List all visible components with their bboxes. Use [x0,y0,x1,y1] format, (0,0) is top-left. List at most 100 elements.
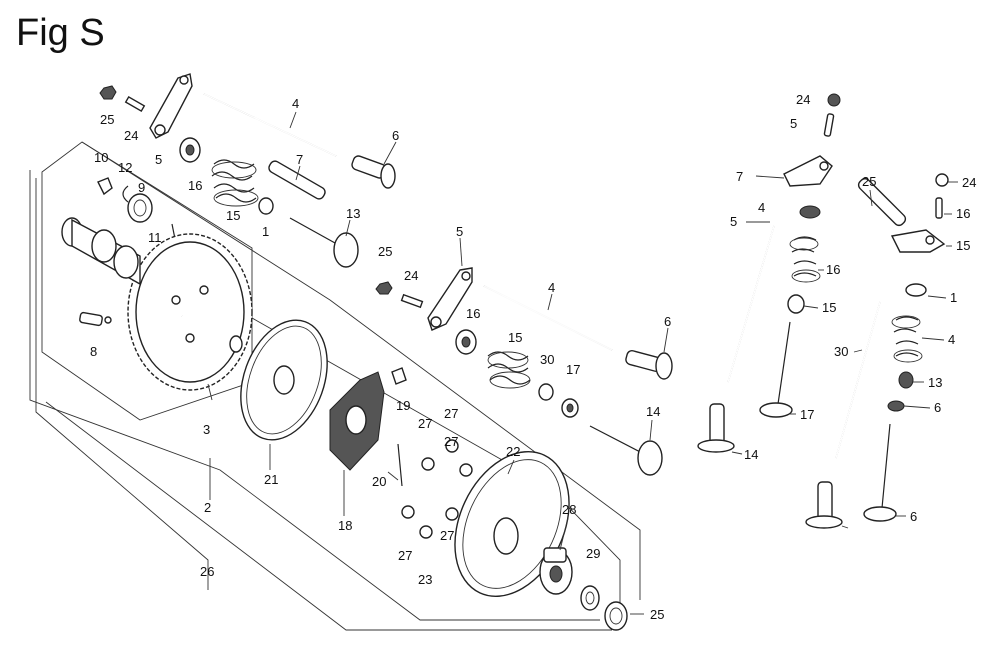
callout-label: 11 [148,230,162,245]
plate-21 [240,319,328,441]
figure-title: Fig S [16,12,105,54]
push-rod-4-mid [483,285,613,351]
part-30-mid [538,383,554,401]
callout-label: 26 [200,564,214,579]
callout-label: 6 [934,400,941,415]
callout-label: 27 [418,416,432,431]
screw-24-right-b [935,197,943,219]
callout-label: 5 [456,224,463,239]
nut-25-mid [375,281,393,295]
washer-26 [604,601,628,631]
rocker-arm-5-right-b [890,229,946,253]
callout-label: 12 [118,160,132,175]
washer-28 [580,585,600,611]
callout-label: 7 [736,169,743,184]
callout-label: 20 [372,474,386,489]
callout-label: 4 [758,200,765,215]
callout-labels: 25 24 5 4 6 10 12 9 16 15 7 1 13 11 8 25… [90,92,976,622]
callout-label: 24 [796,92,810,107]
retainer-16-top [179,137,201,163]
gear-9 [127,193,153,223]
balls-27 [401,439,473,539]
assembly-outlines [29,141,641,631]
callout-label: 17 [566,362,580,377]
valve-spring-15-top [211,159,259,207]
camshaft [61,217,141,286]
callout-label: 15 [508,330,522,345]
callout-label: 27 [398,548,412,563]
rocker-arm-5-mid [427,267,473,331]
callout-label: 19 [396,398,410,413]
tappet-6-top [351,155,396,189]
part-8 [79,311,112,327]
valve-spring-15-mid [487,351,531,389]
callout-label: 6 [664,314,671,329]
callout-label: 28 [562,502,576,517]
nut-25-right-top [827,93,841,107]
callout-label: 4 [548,280,555,295]
callout-label: 15 [226,208,240,223]
tappet-6-mid [625,350,673,380]
callout-label: 30 [834,344,848,359]
callout-label: 23 [418,572,432,587]
leader-lines [207,111,958,615]
part-30-right [898,371,914,389]
callout-label: 16 [826,262,840,277]
valve-13-top [289,217,359,268]
push-rod-4-top [203,93,337,157]
callout-label: 5 [790,116,797,131]
part-19 [391,367,407,385]
part-17-right [887,400,905,412]
callout-label: 3 [203,422,210,437]
callout-label: 24 [404,268,418,283]
retainer-16-right-b [905,283,927,297]
valve-14-right [863,423,897,522]
callout-label: 15 [956,238,970,253]
callout-label: 2 [204,500,211,515]
callout-label: 14 [646,404,660,419]
screw-24-mid [400,293,424,309]
callout-label: 8 [90,344,97,359]
governor-holder-18 [329,371,385,471]
callout-label: 18 [338,518,352,533]
callout-label: 15 [822,300,836,315]
callout-label: 16 [188,178,202,193]
part-17-mid [561,398,579,418]
part-10 [97,177,113,196]
callout-label: 1 [262,224,269,239]
valve-guide-7-top [268,160,326,200]
callout-label: 16 [956,206,970,221]
callout-label: 4 [292,96,299,111]
callout-label: 25 [862,174,876,189]
callout-label: 1 [950,290,957,305]
valve-14-mid [589,425,663,476]
valve-13-right [759,321,793,418]
callout-label: 14 [744,447,758,462]
rocker-arm-5-right-a [783,155,833,187]
callout-label: 27 [444,434,458,449]
callout-label: 5 [155,152,162,167]
callout-label: 13 [346,206,360,221]
callout-label: 7 [296,152,303,167]
callout-label: 25 [100,112,114,127]
retainer-16-mid [455,329,477,355]
valve-spring-15-right-b [891,315,923,363]
push-rod-4-right-b [835,301,881,459]
callout-label: 6 [910,509,917,524]
valve-seal-1-right [787,294,805,314]
disc-22 [454,450,570,598]
push-rod-4-right-a [727,225,775,383]
callout-label: 27 [440,528,454,543]
pin-20 [397,443,403,487]
tappet-6-right-b [805,481,843,529]
callout-label: 4 [948,332,955,347]
callout-label: 25 [378,244,392,259]
hub-23 [539,547,573,595]
callout-label: 6 [392,128,399,143]
callout-label: 29 [586,546,600,561]
callout-label: 27 [444,406,458,421]
callout-label: 5 [730,214,737,229]
camshaft-gear-3 [127,233,253,391]
